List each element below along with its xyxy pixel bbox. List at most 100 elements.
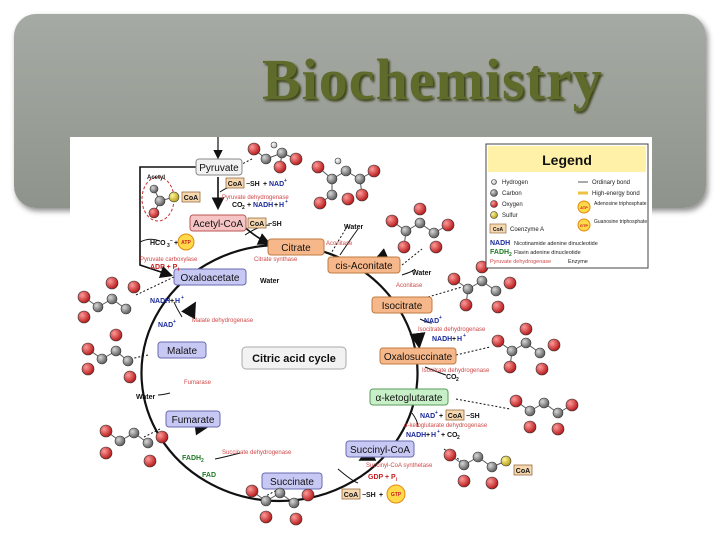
cofactors-idh: NAD + NADH + H + CO 2 <box>424 315 466 383</box>
svg-text:CoA: CoA <box>228 181 242 188</box>
metabolite-citrate: Citrate <box>267 238 325 256</box>
svg-text:Oxalosuccinate: Oxalosuccinate <box>384 352 453 363</box>
legend-enzyme-example: Pyruvate dehydrogenase <box>490 259 551 265</box>
svg-text:SH: SH <box>250 181 260 188</box>
svg-text:CO: CO <box>447 432 458 439</box>
svg-text:+: + <box>170 298 174 305</box>
cofactors-pc: HCO 3 − + ATP ADP + P i <box>150 233 195 273</box>
molecule-succinate <box>245 484 315 526</box>
svg-text:2: 2 <box>456 377 459 383</box>
atp-icon <box>577 200 591 214</box>
svg-text:+: + <box>174 240 178 247</box>
svg-text:NAD: NAD <box>424 318 439 325</box>
enzyme-pc: Pyruvate carboxylase <box>140 257 198 263</box>
metabolite-cis-aconitate: cis-Aconitate <box>327 256 401 274</box>
svg-text:cis-Aconitate: cis-Aconitate <box>335 261 393 272</box>
svg-text:SH: SH <box>470 413 480 420</box>
svg-text:2: 2 <box>457 435 460 441</box>
svg-text:NADH: NADH <box>406 432 426 439</box>
molecule-cis-aconitate <box>385 202 455 254</box>
metabolite-isocitrate: Isocitrate <box>371 296 433 314</box>
svg-text:+: + <box>379 492 383 499</box>
svg-text:Water: Water <box>260 278 279 285</box>
svg-text:−: − <box>170 238 173 244</box>
svg-text:Malate: Malate <box>167 346 197 357</box>
svg-text:+: + <box>274 202 278 209</box>
svg-text:+: + <box>437 429 440 435</box>
metabolite-succinyl-coa: Succinyl-CoA <box>345 440 415 458</box>
svg-text:ATP: ATP <box>580 205 588 210</box>
cycle-arrow <box>181 301 196 320</box>
svg-text:CoA: CoA <box>516 468 530 475</box>
metabolite-acetyl-coa: Acetyl-CoA <box>189 214 247 232</box>
fad-branch <box>214 452 241 460</box>
cofactors-cs: CoA − SH <box>247 217 282 229</box>
enzyme-mdh: Malate dehydrogenase <box>192 318 254 324</box>
molecule-malate <box>81 328 137 384</box>
metabolite-ketoglutarate: α-ketoglutarate <box>369 388 449 406</box>
slide-title: Biochemistry <box>262 47 603 112</box>
molecule-oxalosuccinate <box>491 322 561 376</box>
enzyme-idh-2: Isocitrate dehydrogenase <box>422 368 490 374</box>
citric-acid-cycle-diagram: Pyruvate Acetyl-CoA Citrate cis-Aconitat… <box>70 137 652 532</box>
svg-text:NADH: NADH <box>253 202 273 209</box>
sulfur-icon <box>490 211 498 219</box>
coenzyme-a-icon <box>489 223 507 234</box>
metabolite-fumarate: Fumarate <box>165 410 221 428</box>
acetyl-label: Acetyl <box>147 175 165 181</box>
svg-text:Succinate: Succinate <box>270 477 314 488</box>
svg-text:+: + <box>181 295 184 301</box>
svg-text:CoA: CoA <box>344 492 358 499</box>
svg-text:NAD: NAD <box>420 413 435 420</box>
legend-coenzyme-a: Coenzyme A <box>510 227 544 233</box>
oxygen-icon <box>490 200 498 208</box>
svg-text:Oxaloacetate: Oxaloacetate <box>181 273 240 284</box>
legend-nadh: Nicotinamide adenine dinucleotide <box>514 241 598 247</box>
pc-branch <box>139 238 161 243</box>
legend-enzyme: Enzyme <box>568 259 588 265</box>
water-branch <box>401 268 416 276</box>
hydrogen-icon <box>491 179 497 185</box>
kgdh-branch <box>411 412 419 428</box>
svg-text:Fumarate: Fumarate <box>172 415 215 426</box>
legend-atp: Adenosine triphosphate <box>594 201 647 207</box>
svg-text:−: − <box>246 181 250 188</box>
molecule-citrate <box>311 157 381 210</box>
enzyme-idh-1: Isocitrate dehydrogenase <box>418 327 486 333</box>
svg-text:−: − <box>268 221 272 228</box>
cofactors-pdh: CoA − SH + NAD + CO 2 + NADH + H + <box>225 177 288 211</box>
svg-text:NAD: NAD <box>269 181 284 188</box>
svg-text:i: i <box>396 477 398 483</box>
svg-text:2: 2 <box>242 205 245 211</box>
molecule-succinyl-coa: CoA <box>443 448 533 490</box>
svg-text:Isocitrate: Isocitrate <box>382 301 423 312</box>
legend-high-energy-bond: High-energy bond <box>592 191 640 197</box>
legend-fadh-symbol: FADH <box>490 249 509 256</box>
svg-text:+: + <box>285 199 288 205</box>
svg-text:ATP: ATP <box>181 240 191 246</box>
metabolite-malate: Malate <box>157 341 207 359</box>
svg-text:H: H <box>175 298 180 305</box>
svg-text:Succinyl-CoA: Succinyl-CoA <box>350 445 410 456</box>
center-label: Citric acid cycle <box>241 346 347 370</box>
svg-text:GDP + P: GDP + P <box>368 474 396 481</box>
cofactors-aconitase: Water Water Water <box>260 224 431 285</box>
svg-text:NADH: NADH <box>432 336 452 343</box>
cofactors-sdh: FADH 2 FAD <box>182 455 216 479</box>
cofactors-kgdh: NAD + + CoA − SH NADH + H + + CO 2 <box>406 409 480 441</box>
cofactors-mdh: NADH + H + NAD + <box>150 295 184 329</box>
svg-text:H: H <box>279 202 284 209</box>
svg-text:FAD: FAD <box>202 472 216 479</box>
svg-text:NADH: NADH <box>150 298 170 305</box>
svg-text:+: + <box>452 336 456 343</box>
svg-text:i: i <box>178 267 180 273</box>
svg-text:SH: SH <box>366 492 376 499</box>
molecule-fumarate <box>99 424 169 468</box>
enzyme-fumarase: Fumarase <box>184 380 212 386</box>
svg-text:+: + <box>263 181 267 188</box>
svg-text:FADH: FADH <box>182 455 201 462</box>
svg-text:+: + <box>441 432 445 439</box>
svg-text:NAD: NAD <box>158 322 173 329</box>
svg-text:+: + <box>426 432 430 439</box>
scs-branch <box>337 468 359 484</box>
